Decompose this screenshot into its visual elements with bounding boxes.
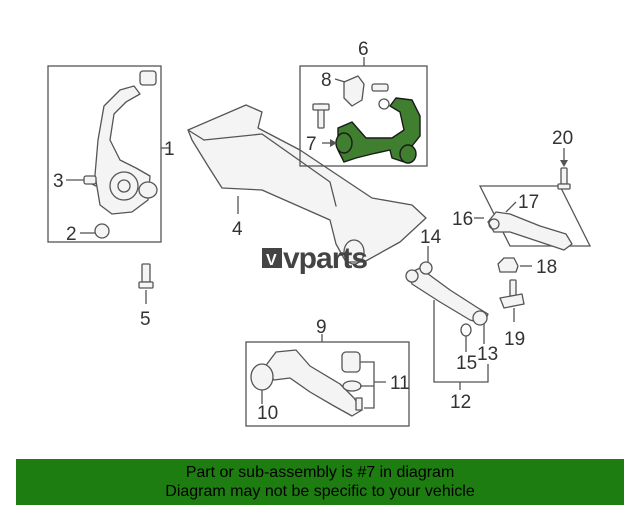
callout-20: 20 — [552, 128, 573, 149]
bolt-19[interactable] — [499, 279, 525, 322]
callout-4: 4 — [232, 219, 243, 240]
callout-8: 8 — [321, 70, 332, 91]
callout-16: 16 — [452, 209, 473, 230]
lower-arm-group — [245, 334, 410, 427]
callout-15: 15 — [456, 353, 477, 374]
washer-15[interactable] — [460, 323, 472, 337]
callout-2: 2 — [66, 224, 77, 245]
callout-19: 19 — [504, 329, 525, 350]
callout-18: 18 — [536, 257, 557, 278]
bushing-11-b[interactable] — [342, 380, 362, 392]
subframe-part[interactable] — [187, 104, 427, 263]
callout-7: 7 — [306, 134, 317, 155]
bolt-3[interactable] — [83, 175, 97, 185]
upper-control-arm-7[interactable] — [337, 97, 421, 163]
watermark-logo: V vparts — [262, 242, 368, 275]
notice-line-1: Part or sub-assembly is #7 in diagram — [185, 464, 455, 481]
bolt-5[interactable] — [138, 263, 154, 304]
nut-14[interactable] — [419, 261, 433, 275]
callout-12: 12 — [450, 392, 471, 413]
notice-line-2: Diagram may not be specific to your vehi… — [165, 483, 475, 500]
callout-11: 11 — [390, 373, 410, 394]
knuckle-bushing-side — [138, 181, 158, 199]
link-17[interactable] — [487, 211, 573, 251]
callout-3: 3 — [53, 171, 64, 192]
knuckle-bushing-top — [139, 70, 157, 86]
lateral-link-group — [405, 246, 489, 390]
callout-9: 9 — [316, 317, 327, 338]
lower-arm-box — [245, 341, 410, 427]
watermark-logo-letter: V — [266, 252, 277, 269]
bushing-11-a[interactable] — [341, 351, 361, 373]
knuckle-box — [47, 65, 162, 243]
knuckle-hub — [109, 171, 139, 201]
callout-17: 17 — [518, 192, 539, 213]
callout-13: 13 — [477, 344, 498, 365]
bolt-20[interactable] — [557, 148, 571, 190]
subframe-group — [187, 104, 427, 265]
upper-arm-group — [299, 57, 428, 167]
callout-5: 5 — [140, 309, 151, 330]
bushing-2[interactable] — [94, 223, 110, 239]
notice-banner: Part or sub-assembly is #7 in diagram Di… — [16, 459, 624, 505]
callout-1: 1 — [164, 139, 175, 160]
callout-10: 10 — [257, 403, 278, 424]
watermark-brand: vparts — [283, 242, 367, 275]
bushing-10[interactable] — [250, 363, 274, 391]
rear-link-group — [474, 185, 592, 251]
bracket-8[interactable] — [343, 75, 365, 107]
bolt-upper-a — [371, 83, 389, 92]
callout-6: 6 — [358, 39, 369, 60]
bushing-18[interactable] — [497, 257, 532, 273]
knuckle-group — [47, 65, 170, 243]
callout-14: 14 — [420, 227, 442, 248]
